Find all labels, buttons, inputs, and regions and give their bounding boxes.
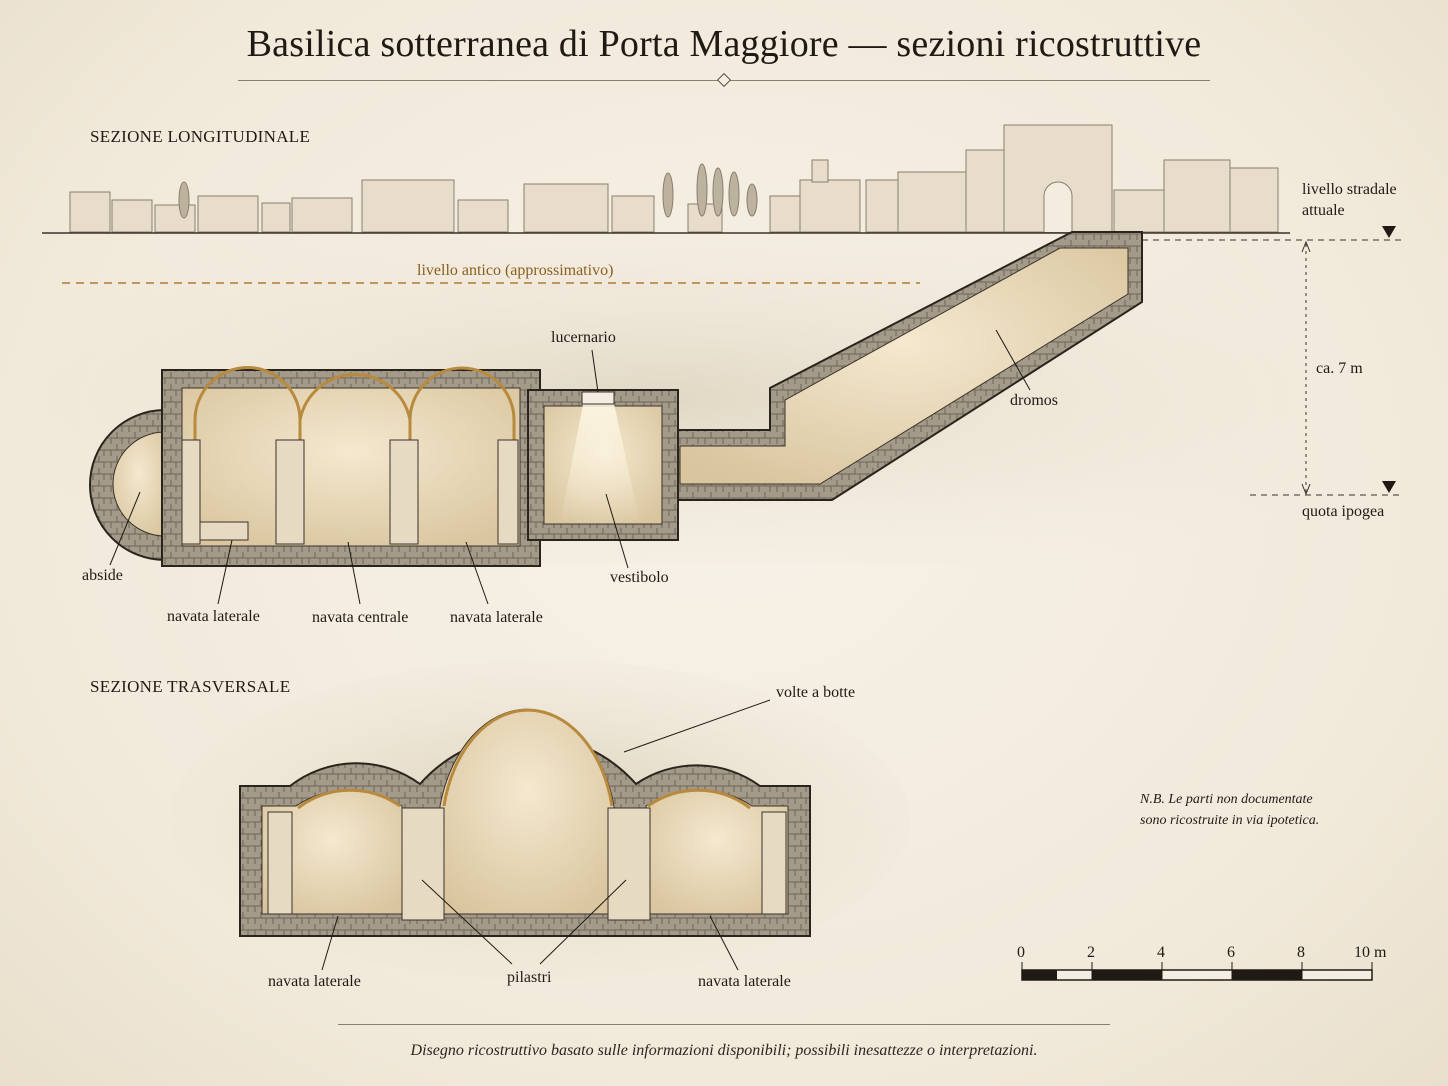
note-line-1: N.B. Le parti non documentate [1140, 792, 1313, 807]
note-line-2: sono ricostruite in via ipotetica. [1140, 813, 1320, 828]
scale-tick-8: 8 [1297, 944, 1305, 961]
street-level-label-2: attuale [1302, 202, 1345, 219]
scale-bar [1021, 962, 1373, 981]
footer-rule [338, 1024, 1110, 1025]
transversal-side-nave-right-label: navata laterale [698, 973, 791, 990]
central-nave-label: navata centrale [312, 609, 409, 626]
depth-label: ca. 7 m [1316, 360, 1363, 377]
scale-tick-6: 6 [1227, 944, 1235, 961]
dromos-label: dromos [1010, 392, 1058, 409]
city-skyline [69, 124, 1279, 233]
side-nave-left-label: navata laterale [167, 608, 260, 625]
section-label-transversal: SEZIONE TRASVERSALE [90, 677, 291, 696]
leader-lines [109, 329, 1031, 971]
footer-caption: Disegno ricostruttivo basato sulle infor… [410, 1042, 1038, 1059]
hypogeum-level-label: quota ipogea [1302, 503, 1385, 520]
scale-tick-4: 4 [1157, 944, 1165, 961]
ancient-level-label: livello antico (approssimativo) [417, 262, 614, 279]
pillars-label: pilastri [507, 969, 552, 986]
street-level-label: livello stradale [1302, 181, 1397, 198]
page-title: Basilica sotterranea di Porta Maggiore —… [246, 23, 1202, 65]
transversal-section [170, 660, 910, 980]
apse-label: abside [82, 567, 123, 584]
scale-tick-10: 10 m [1354, 944, 1387, 961]
section-label-longitudinal: SEZIONE LONGITUDINALE [90, 127, 311, 146]
vestibule-label: vestibolo [610, 569, 669, 586]
barrel-vaults-label: volte a botte [776, 684, 856, 701]
transversal-side-nave-left-label: navata laterale [268, 973, 361, 990]
dromos-corridor [669, 231, 1143, 501]
scale-tick-0: 0 [1017, 944, 1025, 961]
longitudinal-section [89, 366, 679, 567]
skylight-label: lucernario [551, 329, 616, 346]
scale-tick-2: 2 [1087, 944, 1095, 961]
side-nave-right-label: navata laterale [450, 609, 543, 626]
